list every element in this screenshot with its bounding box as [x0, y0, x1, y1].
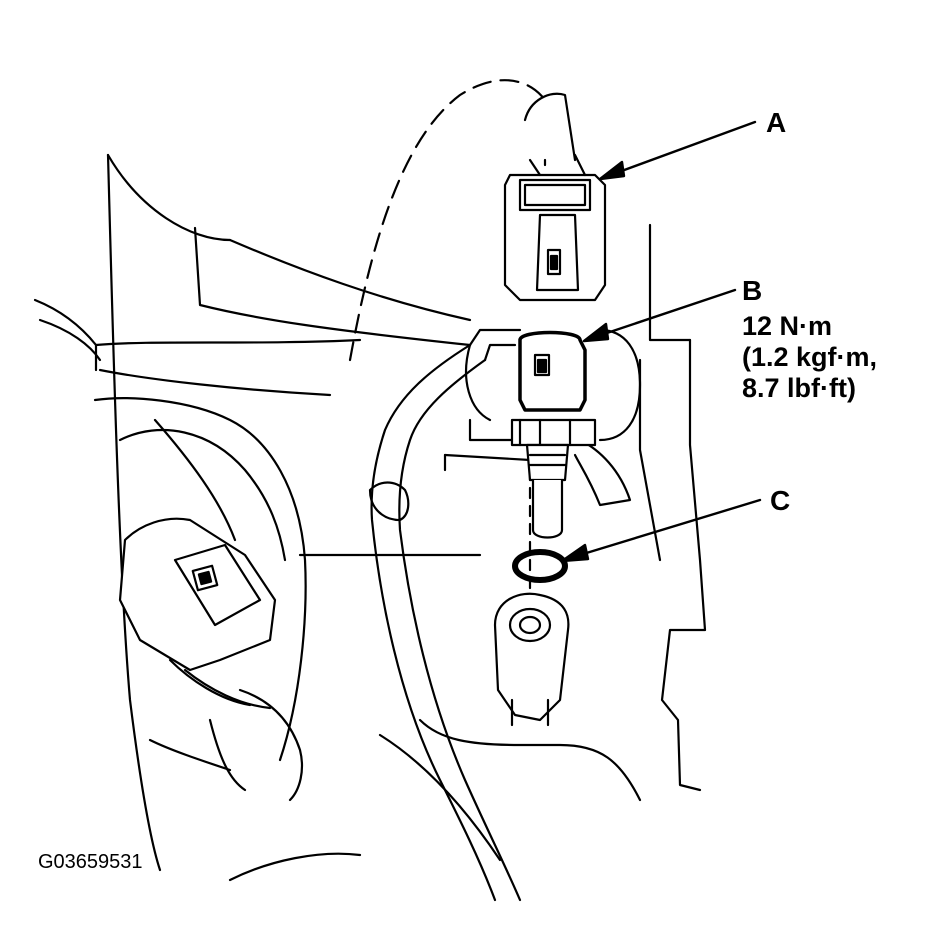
leader-lines [560, 120, 762, 563]
arrowhead-a [598, 160, 626, 181]
torque-spec-line1: 12 N·m [742, 311, 832, 341]
threaded-fitting [493, 592, 570, 727]
torque-spec-line3: 8.7 lbf·ft) [742, 373, 856, 403]
figure-code: G03659531 [38, 851, 143, 873]
callout-a: A [766, 107, 786, 138]
leader-line-c [568, 498, 762, 560]
dashed-guide-line [348, 79, 547, 642]
arrowhead-c [560, 543, 590, 563]
leader-line-b [590, 288, 737, 340]
torque-spec-line2: (1.2 kgf·m, [742, 342, 877, 372]
wire-harness [368, 328, 522, 902]
left-connector-assembly [93, 397, 307, 802]
o-ring-c [512, 549, 568, 583]
callout-b: B [742, 275, 762, 306]
sensor-b [510, 330, 597, 539]
connector-a [503, 92, 607, 302]
arrowhead-b [582, 322, 610, 343]
leader-line-a [606, 120, 757, 178]
sensor-bracket [468, 328, 642, 507]
callout-c: C [770, 485, 790, 516]
